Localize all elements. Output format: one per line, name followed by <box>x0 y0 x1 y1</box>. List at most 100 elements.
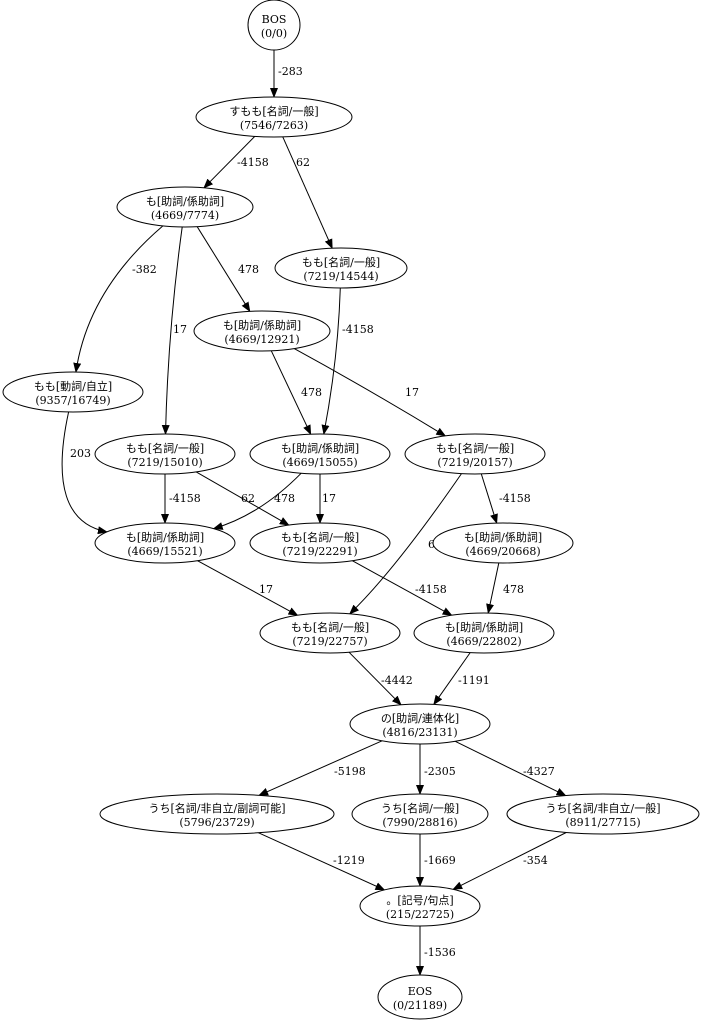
node-mo_joshi_7774: も[助詞/係助詞](4669/7774) <box>116 186 254 228</box>
edge-arrow <box>452 832 567 890</box>
node-surface-label: EOS <box>408 985 433 998</box>
edge-arrow <box>73 225 164 373</box>
edge-cost-label: 478 <box>503 583 524 596</box>
node-ellipse <box>506 793 700 835</box>
node-cost-label: (7219/20157) <box>437 456 512 469</box>
edge-cost-label: -1536 <box>424 946 456 959</box>
node-uchi_hijiritsu: うち[名詞/非自立/一般](8911/27715) <box>506 793 700 835</box>
edge-arrow <box>195 471 290 526</box>
node-surface-label: もも[名詞/一般] <box>291 620 369 634</box>
edge-cost-label: -4327 <box>523 765 555 778</box>
node-surface-label: も[助詞/係助詞] <box>464 530 542 544</box>
edge-momo_meishi_15010-to-momo_meishi_22291: 62 <box>195 471 290 526</box>
edge-cost-label: 17 <box>405 386 419 399</box>
edge-cost-label: -1669 <box>424 854 456 867</box>
edge-arrow <box>61 411 108 535</box>
node-surface-label: も[助詞/係助詞] <box>223 318 301 332</box>
edge-momo_meishi_22291-to-mo_joshi_22802: -4158 <box>352 560 453 616</box>
node-no_rentaika: の[助詞/連体化](4816/23131) <box>349 703 491 745</box>
node-ellipse <box>404 433 546 475</box>
node-ellipse <box>351 793 489 835</box>
edge-cost-label: 62 <box>296 156 310 169</box>
edge-arrow <box>321 287 341 435</box>
node-ellipse <box>195 96 353 138</box>
edge-cost-label: -354 <box>523 854 548 867</box>
node-mo_joshi_20668: も[助詞/係助詞](4669/20668) <box>432 522 574 564</box>
node-ellipse <box>359 885 481 927</box>
edge-cost-label: -5198 <box>334 765 366 778</box>
node-sumomo: すもも[名詞/一般](7546/7263) <box>195 96 353 138</box>
node-cost-label: (7219/14544) <box>303 270 378 283</box>
node-cost-label: (4816/23131) <box>382 726 457 739</box>
node-momo_doushi_16749: もも[動詞/自立](9357/16749) <box>2 371 144 413</box>
edge-arrow <box>203 136 256 189</box>
edge-cost-label: -4158 <box>415 583 447 596</box>
node-surface-label: も[助詞/係助詞] <box>445 620 523 634</box>
edge-cost-label: 62 <box>241 492 255 505</box>
node-momo_meishi_22291: もも[名詞/一般](7219/22291) <box>249 522 391 564</box>
node-surface-label: もも[名詞/一般] <box>126 441 204 455</box>
edge-cost-label: 478 <box>274 492 295 505</box>
edge-arrow <box>348 651 402 706</box>
edge-mo_joshi_7774-to-mo_joshi_12921: 478 <box>196 226 259 313</box>
edge-momo_doushi_16749-to-mo_joshi_15521: 203 <box>61 411 108 535</box>
edge-cost-label: -1191 <box>458 674 490 687</box>
edge-mo_joshi_7774-to-momo_meishi_15010: 17 <box>161 226 187 435</box>
edge-arrow <box>293 348 447 437</box>
edge-momo_meishi_22757-to-no_rentaika: -4442 <box>348 651 413 706</box>
node-cost-label: (5796/23729) <box>179 816 254 829</box>
node-ellipse <box>249 522 391 564</box>
node-uchi_fukushi: うち[名詞/非自立/副詞可能](5796/23729) <box>99 793 335 835</box>
node-momo_meishi_15010: もも[名詞/一般](7219/15010) <box>94 433 236 475</box>
node-surface-label: も[助詞/係助詞] <box>281 441 359 455</box>
edge-mo_joshi_15055-to-momo_meishi_22291: 17 <box>316 474 336 524</box>
node-ellipse <box>116 186 254 228</box>
edge-cost-label: 17 <box>322 492 336 505</box>
edge-cost-label: -283 <box>278 65 303 78</box>
edge-mo_joshi_22802-to-no_rentaika: -1191 <box>433 652 490 706</box>
node-surface-label: うち[名詞/非自立/一般] <box>546 801 661 815</box>
edge-cost-label: 478 <box>301 386 322 399</box>
node-surface-label: もも[名詞/一般] <box>436 441 514 455</box>
node-cost-label: (7546/7263) <box>240 119 308 132</box>
edge-arrow <box>212 472 302 530</box>
edge-mo_joshi_20668-to-mo_joshi_22802: 478 <box>486 562 524 614</box>
edge-cost-label: 17 <box>173 323 187 336</box>
node-cost-label: (0/21189) <box>393 999 447 1012</box>
edge-cost-label: -4158 <box>237 156 269 169</box>
node-surface-label: もも[動詞/自立] <box>34 379 112 393</box>
edge-arrow <box>349 473 462 615</box>
edge-arrow <box>480 473 498 525</box>
node-cost-label: (4669/22802) <box>446 635 521 648</box>
edge-arrow <box>196 226 251 313</box>
edge-no_rentaika-to-uchi_ippan: -2305 <box>416 744 456 795</box>
node-surface-label: の[助詞/連体化] <box>381 711 459 725</box>
node-cost-label: (9357/16749) <box>35 394 110 407</box>
edge-cost-label: 17 <box>259 583 273 596</box>
edge-cost-label: -1219 <box>333 854 365 867</box>
edge-arrow <box>161 226 183 435</box>
node-surface-label: も[助詞/係助詞] <box>146 194 224 208</box>
edge-no_rentaika-to-uchi_fukushi: -5198 <box>258 740 383 796</box>
edge-momo_meishi_20157-to-mo_joshi_20668: -4158 <box>480 473 531 525</box>
node-cost-label: (7219/22291) <box>282 545 357 558</box>
edge-momo_meishi_15010-to-mo_joshi_15521: -4158 <box>161 474 201 524</box>
edge-no_rentaika-to-uchi_hijiritsu: -4327 <box>454 740 567 797</box>
node-surface-label: すもも[名詞/一般] <box>229 104 318 118</box>
node-uchi_ippan: うち[名詞/一般](7990/28816) <box>351 793 489 835</box>
node-ellipse <box>259 612 401 654</box>
node-mo_joshi_12921: も[助詞/係助詞](4669/12921) <box>193 310 331 352</box>
edge-cost-label: -382 <box>132 263 157 276</box>
edge-bos-to-sumomo: -283 <box>270 50 303 98</box>
edge-arrow <box>282 136 333 250</box>
node-cost-label: (215/22725) <box>386 908 454 921</box>
node-cost-label: (4669/7774) <box>151 209 219 222</box>
edge-uchi_fukushi-to-kuten: -1219 <box>258 832 386 891</box>
node-surface-label: もも[名詞/一般] <box>281 530 359 544</box>
edge-arrow <box>454 740 567 797</box>
node-momo_meishi_22757: もも[名詞/一般](7219/22757) <box>259 612 401 654</box>
edge-mo_joshi_15055-to-mo_joshi_15521: 478 <box>212 472 302 530</box>
node-momo_meishi_14544: もも[名詞/一般](7219/14544) <box>274 247 408 289</box>
